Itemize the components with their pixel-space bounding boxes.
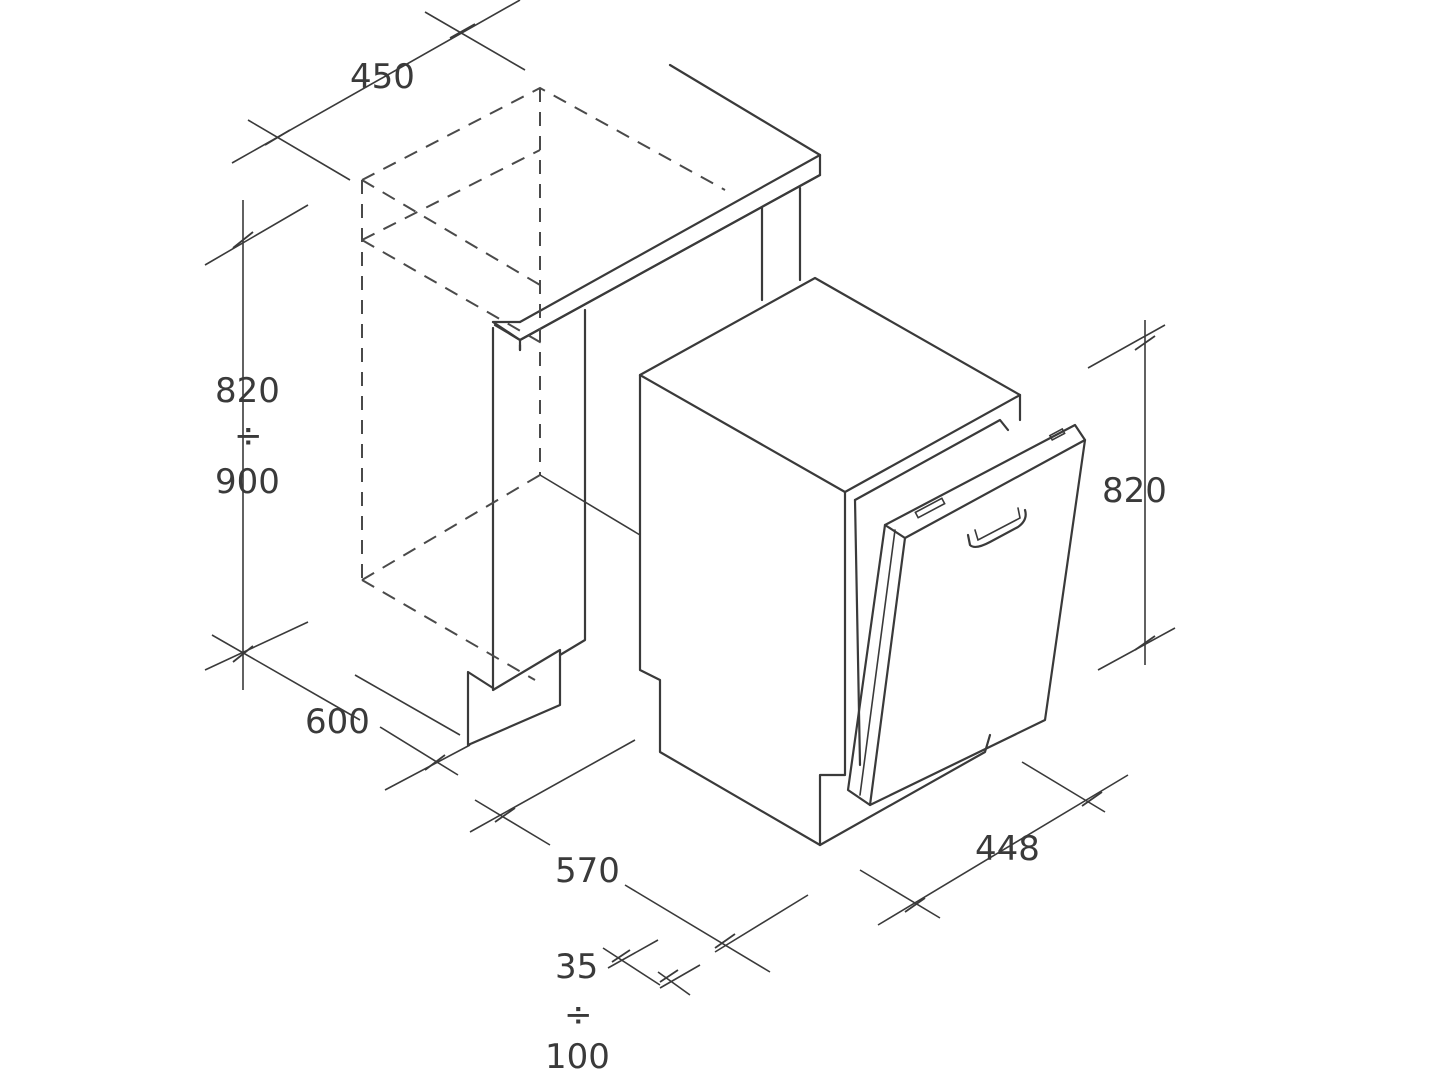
niche-outline-dashed — [361, 86, 726, 681]
dishwasher-door — [846, 423, 1087, 807]
dimension-448: 448 — [859, 761, 1129, 926]
label-450: 450 — [350, 57, 415, 97]
dimension-820-900: 820 ÷ 900 — [204, 200, 309, 690]
label-35: 35 — [555, 947, 598, 987]
countertop — [491, 63, 822, 352]
dimension-820-right: 820 — [1087, 320, 1176, 671]
label-600: 600 — [305, 702, 370, 742]
cabinet-side-panel-left — [466, 308, 587, 747]
connector-line — [539, 474, 641, 536]
label-100: 100 — [545, 1037, 610, 1077]
door-handle — [966, 508, 1027, 549]
control-panel-display — [914, 497, 946, 519]
label-570: 570 — [555, 851, 620, 891]
dimension-35-100: 35 ÷ 100 — [545, 939, 701, 1077]
dimension-600: 600 — [211, 634, 471, 791]
dishwasher-body — [638, 276, 1022, 847]
dimension-570: 570 — [469, 739, 809, 973]
label-448: 448 — [975, 829, 1040, 869]
label-820-right: 820 — [1102, 471, 1167, 511]
cabinet-side-panel-right — [760, 186, 802, 302]
label-820: 820 — [215, 371, 280, 411]
dimension-450: 450 — [231, 0, 526, 181]
label-div-plinth: ÷ — [564, 995, 593, 1035]
label-900: 900 — [215, 462, 280, 502]
control-panel-button — [1048, 427, 1066, 442]
label-div-left: ÷ — [234, 416, 263, 456]
